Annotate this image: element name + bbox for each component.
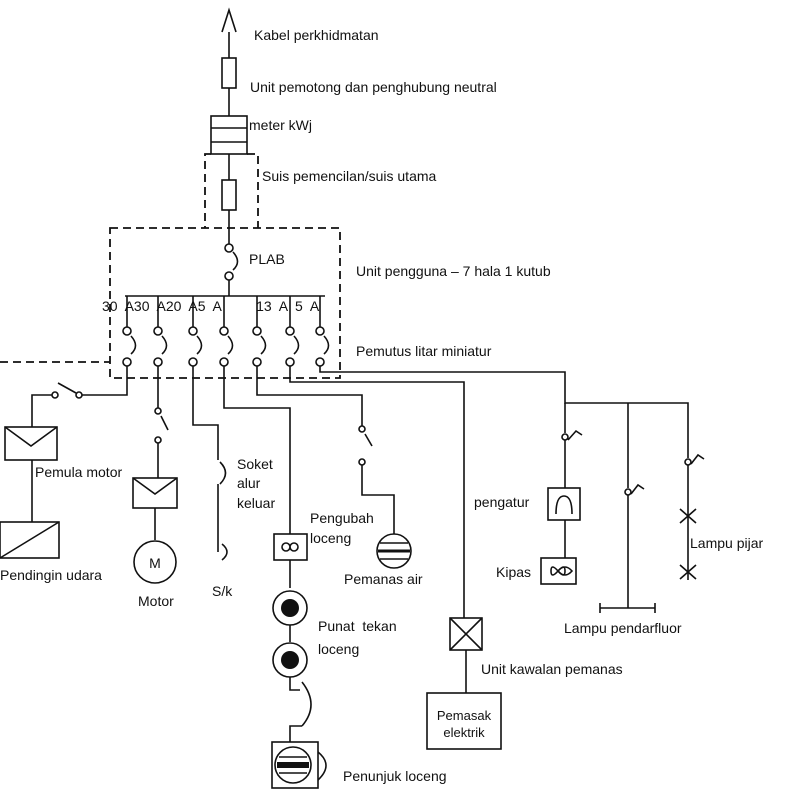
bell-icon	[301, 681, 312, 727]
filament-lamp-2-icon	[679, 564, 697, 580]
mcb-1	[122, 296, 137, 367]
label-unit-pemotong: Unit pemotong dan penghubung neutral	[250, 79, 497, 95]
mcb-row	[122, 296, 330, 367]
electric-cooker-icon	[426, 692, 502, 750]
circuit-cooker	[289, 366, 502, 750]
filament-lamp-1-icon	[679, 508, 697, 524]
mcb-6	[285, 296, 300, 367]
label-pemasak-2: elektrik	[443, 725, 485, 740]
label-soket-2: alur	[237, 475, 261, 491]
label-suis: Suis pemencilan/suis utama	[262, 168, 437, 184]
label-soket-1: Soket	[237, 456, 273, 472]
label-unit-kawalan: Unit kawalan pemanas	[481, 661, 623, 677]
label-lampu-pendarfluor: Lampu pendarfluor	[564, 620, 682, 636]
circuit-lighting	[319, 366, 705, 613]
label-lampu-pijar: Lampu pijar	[690, 535, 763, 551]
isolator-switch-icon	[221, 179, 237, 211]
socket-sk-icon	[221, 543, 228, 561]
label-pendingin: Pendingin udara	[0, 567, 102, 583]
circuit-aircon	[0, 366, 128, 559]
label-meter: meter kWj	[249, 117, 312, 133]
label-punat-1: Punat tekan	[318, 618, 397, 634]
service-head	[204, 7, 259, 296]
label-punat-2: loceng	[318, 641, 359, 657]
label-plab: PLAB	[249, 251, 285, 267]
rccb-switch-icon	[232, 251, 239, 271]
label-pemutus: Pemutus litar miniatur	[356, 343, 492, 359]
mcb-5	[252, 296, 267, 367]
socket-outlet-icon	[219, 461, 227, 485]
mcb-2	[153, 296, 168, 367]
label-sk: S/k	[212, 583, 233, 599]
label-pemasak-1: Pemasak	[437, 708, 492, 723]
cutout-fuse-icon	[221, 57, 237, 89]
label-ratings: 30 A30 A20 A5 A 13 A 5 A	[102, 298, 320, 314]
label-kabel: Kabel perkhidmatan	[254, 27, 379, 43]
circuit-bell	[223, 366, 327, 789]
label-pemanas-air: Pemanas air	[344, 571, 423, 587]
motor-icon	[133, 540, 177, 584]
service-cable-arrow-icon	[221, 7, 237, 33]
kwh-meter-icon	[210, 115, 248, 155]
fan-regulator-icon	[547, 487, 581, 521]
label-pengubah-1: Pengubah	[310, 510, 374, 526]
circuit-motor: M	[132, 366, 178, 584]
label-unit-pengguna: Unit pengguna – 7 hala 1 kutub	[356, 263, 551, 279]
mcb-3	[188, 296, 203, 367]
label-soket-3: keluar	[237, 495, 275, 511]
circuit-socket	[192, 366, 228, 561]
label-penunjuk: Penunjuk loceng	[343, 768, 447, 784]
label-motor: Motor	[138, 593, 174, 609]
label-pemula-motor: Pemula motor	[35, 464, 122, 480]
circuit-water-heater	[256, 366, 412, 569]
consumer-unit-outline	[109, 227, 341, 379]
motor-symbol-label: M	[149, 555, 161, 571]
label-pengatur: pengatur	[474, 494, 530, 510]
label-pengubah-2: loceng	[310, 530, 351, 546]
label-kipas: Kipas	[496, 564, 531, 580]
